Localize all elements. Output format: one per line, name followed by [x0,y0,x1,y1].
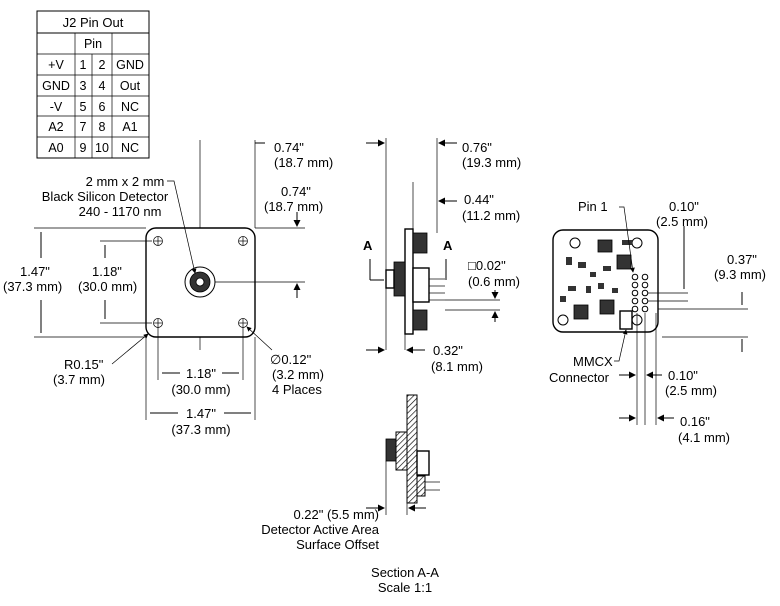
side-connector [412,309,428,331]
dim-hole-mm: (3.2 mm) [272,367,324,382]
pin-row-right: NC [121,100,139,114]
dim-044: 0.44" [464,192,494,207]
back-chip [573,304,589,320]
back-view: Pin 1 0.10" (2.5 mm) 0.37" (9.3 mm) MMCX… [549,199,766,445]
detector-label: 2 mm x 2 mm [86,174,165,189]
dim-hole: ∅0.12" [270,352,312,367]
mount-hole [153,236,163,246]
side-view: A A 0.76" (19.3 mm) 0.44" (11.2 mm) □0.0… [363,138,521,374]
pin-row-pin-b: 2 [99,58,106,72]
detector-label: 240 - 1170 nm [79,204,162,219]
pin-row-pin-a: 3 [80,79,87,93]
pin-table-title: J2 Pin Out [63,15,124,30]
dim-044-mm: (11.2 mm) [462,208,520,223]
section-pcb [406,394,418,504]
dim-076: 0.76" [462,140,492,155]
pin-row-left: -V [50,100,63,114]
pin-row-left: A0 [48,141,63,155]
dim-118-bottom-mm: (30.0 mm) [171,382,230,397]
section-view: 0.22" (5.5 mm) Detector Active Area Surf… [261,394,440,595]
side-header [412,267,430,303]
mmcx-connector-shape [619,310,633,330]
side-lens [385,269,395,289]
pin-row-pin-a: 1 [80,58,87,72]
dim-002: □0.02" [468,258,506,273]
side-pcb [404,228,414,335]
pin-row-right: Out [120,79,141,93]
dim-radius: R0.15" [64,357,104,372]
back-chip [616,254,632,270]
dim-032: 0.32" [433,343,463,358]
dim-147-left: 1.47" [20,264,50,279]
pin-out-table: J2 Pin Out Pin +V 1 2 GND GND 3 4 Out -V… [36,10,150,159]
dim-076-mm: (19.3 mm) [462,155,521,170]
pin-row-pin-a: 9 [80,141,87,155]
side-connector [412,232,428,254]
dim-010-top-mm: (2.5 mm) [656,214,708,229]
section-detector [385,438,397,462]
back-chip [597,239,613,253]
dim-offset: 0.22" (5.5 mm) [293,507,379,522]
pin-row-pin-b: 6 [99,100,106,114]
pin-row-pin-a: 7 [80,120,87,134]
pin-row-pin-b: 4 [99,79,106,93]
dim-032-mm: (8.1 mm) [431,359,483,374]
dim-010-bottom: 0.10" [668,368,698,383]
section-caption: Section A-A [371,565,439,580]
section-connector [416,450,430,476]
dim-118-left: 1.18" [92,264,122,279]
mount-hole [557,314,569,326]
dim-016: 0.16" [680,414,710,429]
dim-147-bottom: 1.47" [186,406,216,421]
dim-037-mm: (9.3 mm) [714,267,766,282]
dim-010-bottom-mm: (2.5 mm) [665,383,717,398]
dim-118-left-mm: (30.0 mm) [78,279,137,294]
section-marker-left: A [363,238,373,253]
pin-table-header: Pin [84,37,102,51]
side-detector [393,261,406,297]
section-detector-mount [395,431,408,471]
mount-hole [569,237,581,249]
dim-074-mid: 0.74" [281,184,311,199]
front-view: 2 mm x 2 mm Black Silicon Detector 240 -… [3,140,333,437]
pin1-label: Pin 1 [578,199,608,214]
pin-row-pin-a: 5 [80,100,87,114]
pin-row-pin-b: 10 [95,141,109,155]
mount-hole [238,236,248,246]
dim-002-mm: (0.6 mm) [468,274,520,289]
pin-row-left: GND [42,79,70,93]
dim-147-bottom-mm: (37.3 mm) [171,422,230,437]
dim-147-left-mm: (37.3 mm) [3,279,62,294]
dim-010-top: 0.10" [669,199,699,214]
pin-row-right: GND [116,58,144,72]
dim-074-mid-mm: (18.7 mm) [264,199,323,214]
section-marker-right: A [443,238,453,253]
section-scale: Scale 1:1 [378,580,432,595]
pin-row-right: NC [121,141,139,155]
detector-label: Black Silicon Detector [42,189,169,204]
dim-037: 0.37" [727,252,757,267]
pin-row-right: A1 [122,120,137,134]
dim-hole-places: 4 Places [272,382,322,397]
pin-row-left: A2 [48,120,63,134]
dim-074-top: 0.74" [274,140,304,155]
dim-074-top-mm: (18.7 mm) [274,155,333,170]
mmcx-label: Connector [549,370,610,385]
mmcx-label: MMCX [573,354,613,369]
pin-header [631,273,649,313]
dim-016-mm: (4.1 mm) [678,430,730,445]
pin-row-pin-b: 8 [99,120,106,134]
pin-row-left: +V [48,58,64,72]
dim-offset-desc: Surface Offset [296,537,379,552]
dim-118-bottom: 1.18" [186,366,216,381]
dim-radius-mm: (3.7 mm) [53,372,105,387]
dim-offset-desc: Detector Active Area [261,522,380,537]
back-chip [599,299,615,315]
